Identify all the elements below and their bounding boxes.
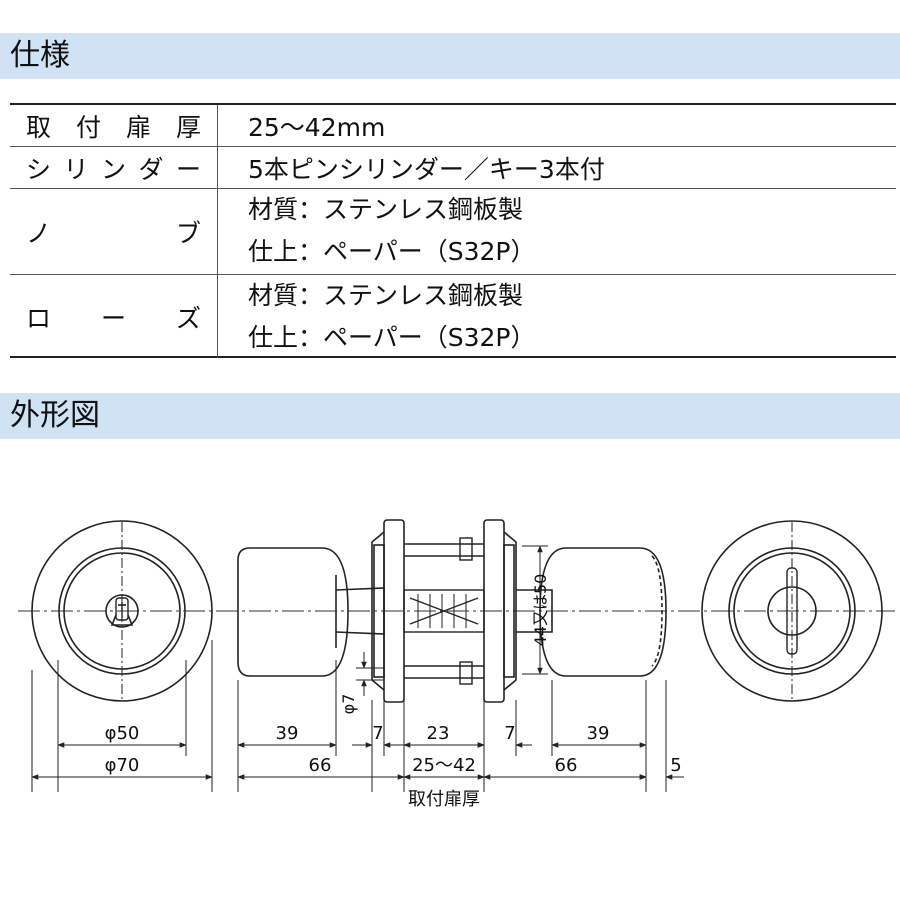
spec-row-door-thickness: 取 付 扉 厚 25〜42mm [10,105,896,147]
spec-section-header: 仕様 [0,33,900,79]
door-thickness-caption: 取付扉厚 [408,789,480,810]
front-view-outside [31,520,213,702]
value-text: 材質：ステンレス鋼板製 [248,195,524,224]
label-char: リ [63,154,89,184]
value-text: 25〜42mm [248,112,386,142]
key-cylinder-icon [115,597,129,621]
drawing-section-header: 外形図 [0,393,900,439]
dimension-lines [31,742,684,780]
spec-row-label: シ リ ン ダ ー [10,147,218,188]
dim-66-right: 66 [555,755,578,776]
phi7-dimension [356,652,384,696]
backset-label: 44又は50 [531,574,550,647]
label-char: 扉 [125,112,151,142]
backset-dimension [522,545,548,675]
value-text: 仕上：ペーパー（S32P） [248,323,536,352]
label-char: ノ [26,218,52,248]
spec-row-value: 材質：ステンレス鋼板製 仕上：ペーパー（S32P） [248,275,896,358]
dim-5: 5 [670,755,681,776]
dim-25-42: 25〜42 [412,755,476,776]
spec-table: 取 付 扉 厚 25〜42mm シ リ ン ダ ー 5本ピンシリンダー／キー3本… [10,103,896,358]
thumb-turn-icon [786,567,798,655]
label-char: ロ [26,303,52,333]
label-char: ダ [138,154,164,184]
spec-row-label: ロ ー ズ [10,275,218,358]
dim-23: 23 [427,723,450,744]
dim-7-left: 7 [372,723,383,744]
dim-39-left: 39 [276,723,299,744]
value-text: 材質：ステンレス鋼板製 [248,281,524,310]
right-rose [483,519,517,703]
spec-section-title: 仕様 [10,38,70,73]
label-char: 付 [75,112,101,142]
dim-7-right: 7 [504,723,515,744]
dim-66-left: 66 [309,755,332,776]
spec-row-value: 材質：ステンレス鋼板製 仕上：ペーパー（S32P） [248,189,896,274]
spec-row-rose: ロ ー ズ 材質：ステンレス鋼板製 仕上：ペーパー（S32P） [10,275,896,358]
dim-phi50: φ50 [105,723,140,744]
label-char: ブ [175,218,201,248]
spec-row-label: ノ ブ [10,189,218,274]
left-knob-side [237,547,385,677]
label-char: 取 [26,112,52,142]
front-view-inside [701,520,883,702]
label-char: ズ [175,303,201,333]
label-char: ー [175,154,201,184]
dim-phi70: φ70 [105,755,140,776]
spec-row-label: 取 付 扉 厚 [10,105,218,146]
dimension-drawing: 44又は50 φ7 [18,519,895,810]
label-char: ン [100,154,126,184]
spec-row-value: 5本ピンシリンダー／キー3本付 [248,147,896,188]
label-char: シ [26,154,52,184]
spec-row-cylinder: シ リ ン ダ ー 5本ピンシリンダー／キー3本付 [10,147,896,189]
drawing-section-title: 外形図 [10,398,100,433]
label-char: 厚 [175,112,201,142]
value-text: 5本ピンシリンダー／キー3本付 [248,154,605,184]
spec-row-value: 25〜42mm [248,105,896,146]
label-char: ー [100,303,126,333]
dim-39-right: 39 [587,723,610,744]
spec-row-knob: ノ ブ 材質：ステンレス鋼板製 仕上：ペーパー（S32P） [10,189,896,275]
value-text: 仕上：ペーパー（S32P） [248,237,536,266]
phi7-label: φ7 [339,694,358,715]
